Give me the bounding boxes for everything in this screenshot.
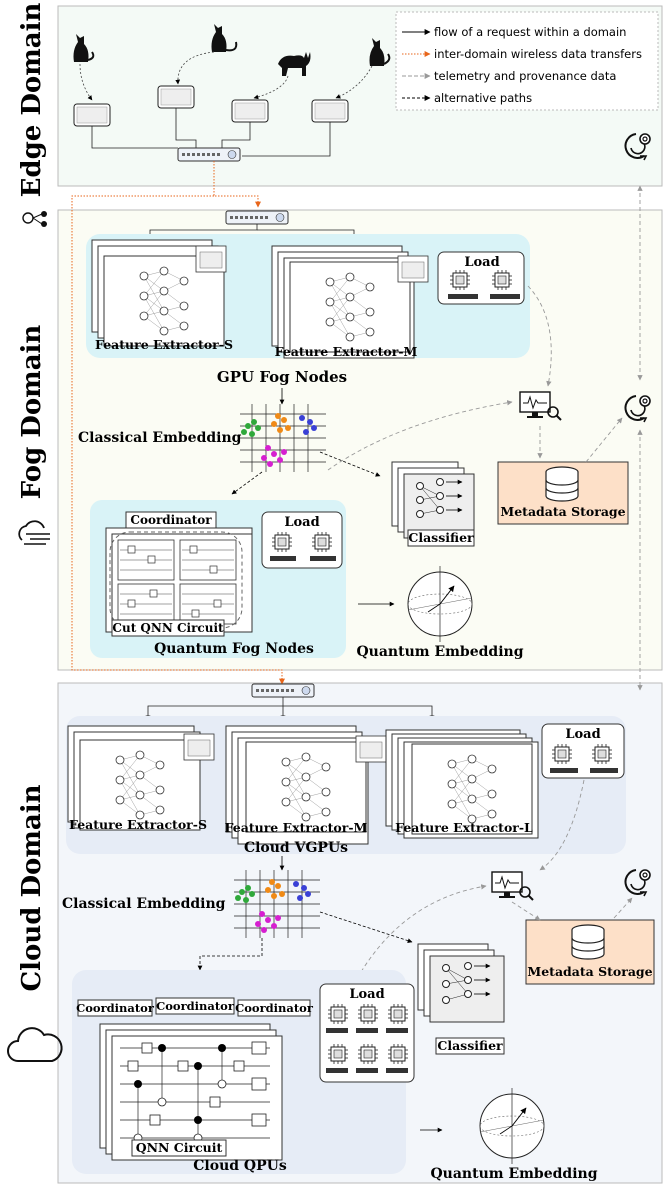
cloud-metadata-label: Metadata Storage: [527, 964, 652, 979]
fog-coordinator-label: Coordinator: [130, 513, 212, 527]
wireless-edge-to-fog: [213, 161, 261, 208]
legend-item-request-flow: flow of a request within a domain: [434, 25, 626, 39]
gpu-fog-nodes-label: GPU Fog Nodes: [217, 368, 347, 386]
fog-metadata-label: Metadata Storage: [500, 504, 625, 519]
cat-icon-2: [211, 24, 238, 52]
cloud-fe-s-label: Feature Extractor-S: [69, 817, 207, 832]
cloud-qpus-label: Cloud QPUs: [193, 1158, 287, 1174]
fog-feature-extractor-m: Feature Extractor-M: [271, 245, 429, 359]
fog-fe-s-label: Feature Extractor-S: [95, 337, 233, 352]
legend-item-wireless: inter-domain wireless data transfers: [434, 47, 642, 61]
cloud-coordinator-2-label: Coordinator: [156, 999, 235, 1013]
cat-icon-4: [369, 38, 391, 66]
fog-quantum-embedding-label: Quantum Embedding: [356, 644, 523, 660]
fog-load-panel: Load: [437, 251, 525, 305]
cloud-metadata-storage: Metadata Storage: [525, 919, 655, 985]
fog-network-icon: [22, 211, 47, 227]
edge-domain-label: Edge Domain: [17, 3, 47, 198]
cloud-coordinators: Coordinator Coordinator Coordinator: [76, 997, 314, 1017]
cloud-icon: [7, 1027, 63, 1062]
edge-device-4: [311, 99, 349, 123]
wireless-fog-to-cloud: [71, 195, 285, 685]
cloud-fe-m-label: Feature Extractor-M: [225, 820, 368, 835]
cat-icon-3: [278, 52, 311, 76]
cloud-router: [251, 683, 315, 698]
fog-feature-extractor-s: Feature Extractor-S: [91, 239, 233, 352]
cloud-vgpus-label: Cloud VGPUs: [244, 840, 348, 856]
edge-device-3: [231, 99, 269, 123]
fog-classifier-label: Classifier: [408, 530, 474, 545]
legend: flow of a request within a domain inter-…: [395, 11, 659, 111]
fog-cut-qnn-circuit: [105, 527, 253, 633]
quantum-fog-nodes-label: Quantum Fog Nodes: [154, 641, 314, 657]
fog-classical-embedding-plot: [240, 404, 326, 472]
fog-quantum-load-panel: Load: [261, 511, 343, 569]
fog-domain-label: Fog Domain: [17, 325, 47, 500]
fog-metadata-storage: Metadata Storage: [497, 461, 629, 525]
cloud-fe-l-label: Feature Extractor-L: [395, 820, 533, 835]
cloud-feature-extractor-l: Feature Extractor-L: [385, 729, 539, 839]
edge-router: [177, 147, 241, 162]
edge-device-2: [157, 85, 195, 109]
fog-fe-m-label: Feature Extractor-M: [275, 344, 418, 359]
cloud-classifier-label: Classifier: [437, 1038, 503, 1053]
cloud-load-label: Load: [565, 727, 600, 742]
cloud-quantum-load-panel: Load: [319, 983, 415, 1083]
cloud-classifier: Classifier: [417, 943, 505, 1055]
cloud-classical-embedding-label: Classical Embedding: [62, 896, 226, 912]
legend-item-telemetry: telemetry and provenance data: [434, 69, 616, 83]
fog-classical-embedding-label: Classical Embedding: [78, 430, 242, 446]
fog-load-label: Load: [464, 255, 499, 270]
cat-icon-1: [73, 34, 95, 62]
cloud-qnn-label: QNN Circuit: [136, 1140, 223, 1155]
fog-cloud-icon: [18, 520, 50, 545]
fog-load2-label: Load: [284, 515, 319, 530]
fog-cut-qnn-label: Cut QNN Circuit: [112, 621, 224, 635]
fog-router: [225, 210, 289, 225]
cloud-feature-extractor-m: Feature Extractor-M: [225, 725, 387, 845]
cloud-load2-label: Load: [349, 987, 384, 1002]
cloud-load-panel: Load: [541, 723, 625, 779]
legend-item-alternative: alternative paths: [434, 91, 532, 105]
cloud-domain-label: Cloud Domain: [17, 784, 47, 991]
cloud-quantum-embedding-label: Quantum Embedding: [430, 1166, 597, 1182]
cloud-classical-embedding-plot: [234, 870, 320, 938]
fog-classifier: Classifier: [391, 461, 475, 547]
cloud-coordinator-1-label: Coordinator: [76, 1001, 155, 1015]
edge-device-1: [73, 103, 111, 127]
cloud-feature-extractor-s: Feature Extractor-S: [67, 725, 215, 832]
cloud-coordinator-3-label: Coordinator: [235, 1001, 314, 1015]
cloud-qnn-circuit: QNN Circuit: [99, 1023, 283, 1161]
